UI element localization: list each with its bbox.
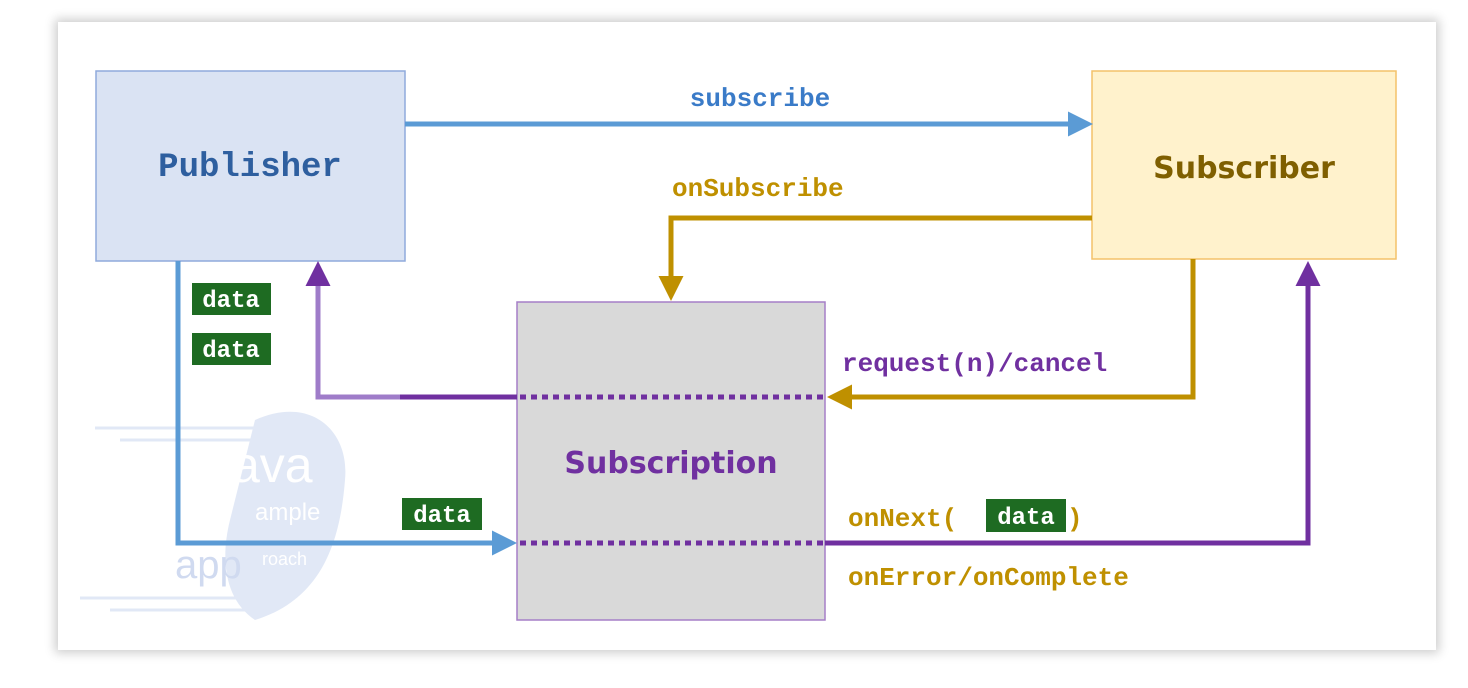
publisher-label: Publisher: [158, 149, 342, 187]
data-tag: data: [192, 283, 271, 315]
watermark-line3: app: [175, 543, 242, 587]
request-cancel-label: request(n)/cancel: [842, 349, 1107, 379]
on-subscribe-arrow: [658, 215, 1092, 301]
request-cancel-arrow: [827, 259, 1196, 410]
watermark-line4: roach: [262, 549, 307, 569]
subscriber-label: Subscriber: [1153, 151, 1335, 186]
svg-text:data: data: [202, 288, 260, 315]
on-next-label-prefix: onNext(: [848, 504, 957, 534]
watermark: ava ample app roach: [80, 411, 346, 620]
on-subscribe-label: onSubscribe: [672, 174, 844, 204]
data-tag: data: [192, 333, 271, 365]
svg-text:data: data: [202, 338, 260, 365]
request-to-publisher-arrow: [305, 261, 517, 400]
on-next-label: onNext( data ): [848, 499, 1083, 534]
publisher-data-flow-arrow: [175, 261, 517, 556]
on-next-data-text: data: [997, 505, 1055, 532]
on-next-data-badge: [986, 499, 1066, 532]
on-error-complete-label: onError/onComplete: [848, 563, 1129, 593]
subscribe-label: subscribe: [690, 84, 830, 114]
watermark-line2: ample: [255, 499, 320, 526]
publisher-box: [95, 70, 406, 262]
subscription-label: Subscription: [564, 446, 777, 481]
on-next-arrow: [825, 261, 1321, 546]
data-tag: data: [402, 498, 482, 530]
subscription-box: [516, 301, 826, 621]
subscriber-box: [1091, 70, 1397, 260]
on-next-label-suffix: ): [1067, 504, 1083, 534]
watermark-line1: ava: [232, 437, 313, 493]
svg-text:data: data: [413, 503, 471, 530]
